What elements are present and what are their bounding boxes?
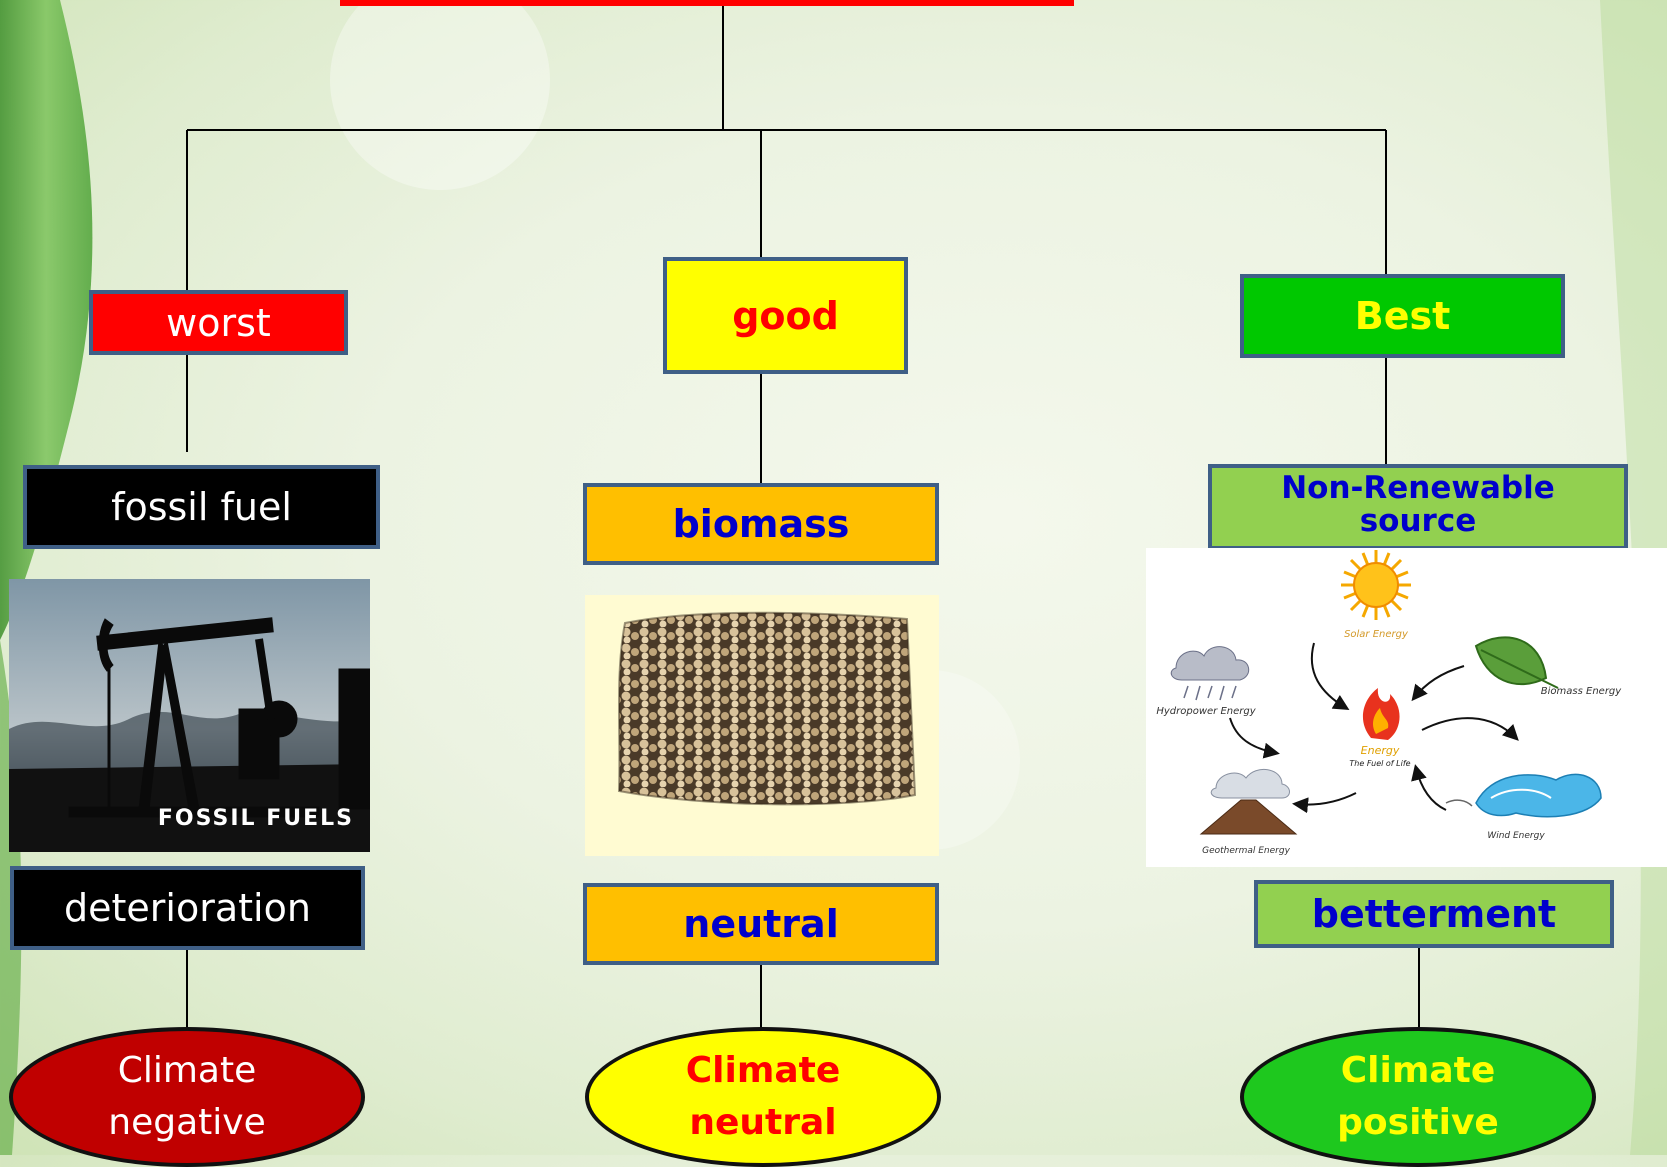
climate-neutral-line2: neutral [689,1102,837,1143]
rating-good-box: good [663,257,908,374]
fossil-fuel-label: fossil fuel [111,485,292,529]
flame-icon [1362,688,1400,740]
climate-positive-line2: positive [1337,1102,1499,1143]
climate-neutral-ellipse: Climate neutral [585,1027,941,1167]
rating-best-label: Best [1354,294,1451,338]
biomass-logs-image [585,595,939,856]
fossil-fuels-image-caption: FOSSIL FUELS [158,806,354,831]
biomass-energy-label: Biomass Energy [1541,686,1622,697]
geothermal-energy-label: Geothermal Energy [1202,846,1290,856]
betterment-box: betterment [1254,880,1614,948]
climate-neutral-line1: Climate [685,1049,841,1091]
non-renewable-label-line2: source [1359,502,1477,539]
deterioration-label: deterioration [64,886,311,930]
energy-center-subtitle: The Fuel of Life [1349,759,1410,768]
non-renewable-source-box: Non-Renewable source [1208,464,1628,550]
neutral-box: neutral [583,883,939,965]
energy-center-title: Energy [1361,744,1400,757]
rain-cloud-icon [1170,646,1250,701]
volcano-icon [1199,769,1298,835]
wind-wave-icon [1445,773,1602,818]
betterment-label: betterment [1311,892,1557,936]
rating-best-box: Best [1240,274,1565,358]
deterioration-box: deterioration [10,866,365,950]
rating-good-label: good [732,293,839,338]
fossil-fuel-box: fossil fuel [23,465,380,549]
biomass-box: biomass [583,483,939,565]
rating-worst-label: worst [166,300,271,345]
climate-positive-line1: Climate [1340,1049,1496,1091]
wind-energy-label: Wind Energy [1487,831,1545,841]
neutral-label: neutral [683,902,839,946]
biomass-label: biomass [672,502,850,546]
leaf-icon [1474,636,1559,689]
climate-negative-ellipse: Climate negative [9,1027,365,1167]
fossil-fuel-pumpjack-image: FOSSIL FUELS [9,579,370,852]
climate-negative-line1: Climate [117,1049,257,1091]
sun-icon [1341,550,1411,620]
hydropower-energy-label: Hydropower Energy [1156,706,1256,717]
climate-positive-ellipse: Climate positive [1240,1027,1596,1167]
rating-worst-box: worst [89,290,348,355]
renewable-energy-cycle-image: Solar Energy Hydropower Energy Biomass E… [1146,548,1667,867]
solar-energy-label: Solar Energy [1344,629,1409,640]
non-renewable-label-line1: Non-Renewable [1281,470,1555,506]
climate-negative-line2: negative [108,1102,266,1143]
